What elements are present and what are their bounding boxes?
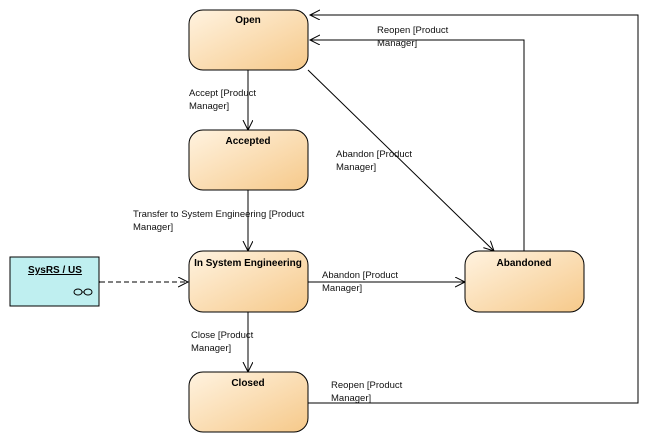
link-icon	[73, 288, 93, 296]
transition-reopen-abandoned-label: Reopen [Product Manager]	[377, 25, 451, 49]
transition-accept-label: Accept [Product Manager]	[189, 88, 259, 112]
state-in-system-engineering-label: In System Engineering	[194, 258, 302, 269]
state-accepted-label: Accepted	[225, 136, 270, 147]
transition-transfer-label: Transfer to System Engineering [Product …	[133, 209, 307, 233]
transition-abandon-open-label: Abandon [Product Manager]	[336, 149, 415, 173]
transition-reopen-abandoned-line[interactable]	[310, 40, 525, 251]
state-open[interactable]: Open	[188, 9, 309, 71]
requirement-sysrs-us[interactable]: SysRS / US	[9, 256, 100, 307]
state-closed[interactable]: Closed	[188, 371, 309, 433]
state-abandoned-label: Abandoned	[497, 258, 552, 269]
state-accepted[interactable]: Accepted	[188, 129, 309, 191]
requirement-sysrs-us-label: SysRS / US	[28, 265, 82, 276]
state-open-label: Open	[235, 15, 261, 26]
transition-reopen-closed-label: Reopen [Product Manager]	[331, 380, 405, 404]
state-in-system-engineering[interactable]: In System Engineering	[188, 250, 309, 313]
state-abandoned[interactable]: Abandoned	[464, 250, 585, 313]
state-closed-label: Closed	[231, 378, 264, 389]
transition-reopen-closed-line[interactable]	[308, 15, 639, 404]
transition-abandon-ise-label: Abandon [Product Manager]	[322, 270, 401, 294]
transition-close-label: Close [Product Manager]	[191, 330, 256, 354]
transition-abandon-open-line[interactable]	[307, 69, 494, 251]
